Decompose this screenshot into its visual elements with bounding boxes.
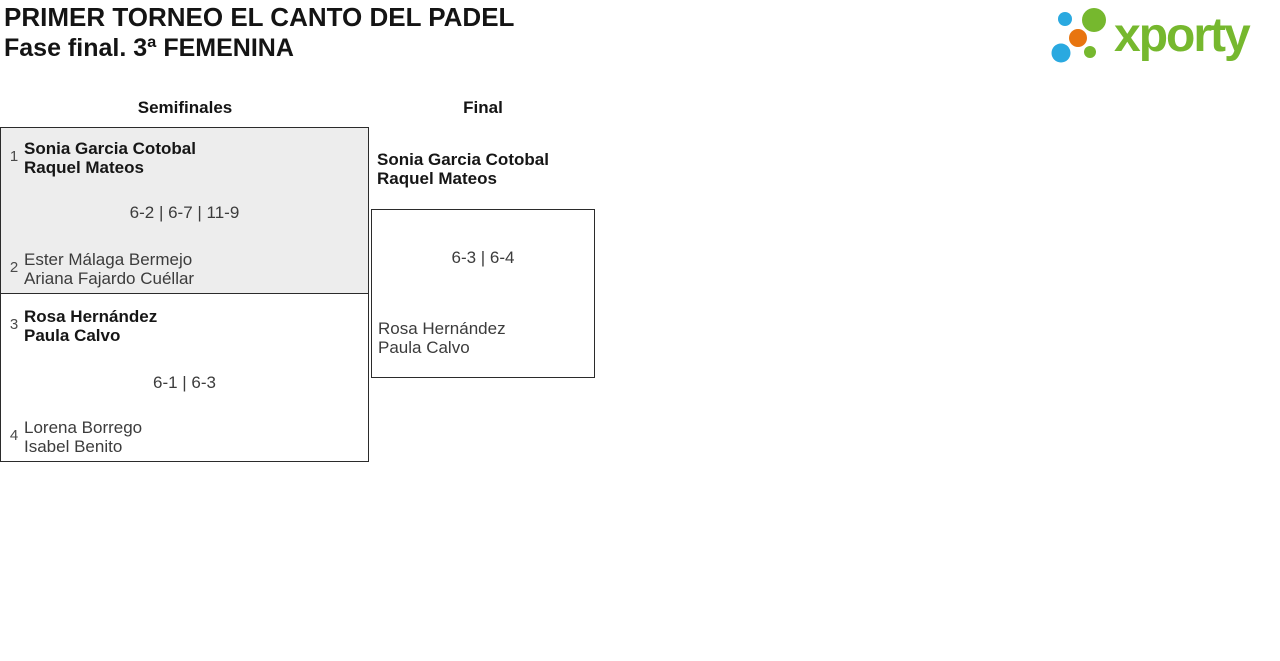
team-names: Ester Málaga Bermejo Ariana Fajardo Cuél… [24,250,194,288]
match-final[interactable]: 6-3 | 6-4 Rosa Hernández Paula Calvo [371,209,595,378]
team-names: Rosa Hernández Paula Calvo [24,307,157,345]
xporty-logo-dots-icon [1051,8,1106,63]
round-header-final: Final [463,98,503,117]
player-name: Paula Calvo [24,326,121,345]
xporty-logo-text: xporty [1114,9,1251,62]
player-name: Rosa Hernández [24,307,158,326]
team-names: Sonia Garcia Cotobal Raquel Mateos [24,139,196,177]
player-name: Sonia Garcia Cotobal [24,139,196,158]
player-name: Isabel Benito [24,437,123,456]
page-subtitle: Fase final. 3ª FEMENINA [4,34,294,62]
match-score: 6-3 | 6-4 [451,248,515,267]
match-semifinal-1[interactable]: 1 Sonia Garcia Cotobal Raquel Mateos 6-2… [0,127,369,294]
final-team-winner: Sonia Garcia Cotobal Raquel Mateos [377,150,549,188]
seed-number: 2 [9,259,19,276]
seed-number: 1 [9,148,19,165]
seed-number: 4 [9,427,19,444]
round-header-semifinales: Semifinales [137,98,233,117]
player-name: Sonia Garcia Cotobal [377,150,549,169]
seed-number: 3 [9,316,19,333]
player-name: Ester Málaga Bermejo [24,250,193,269]
player-name: Rosa Hernández [378,319,506,338]
match-semifinal-2[interactable]: 3 Rosa Hernández Paula Calvo 6-1 | 6-3 4… [0,293,369,462]
page-title: PRIMER TORNEO EL CANTO DEL PADEL [4,2,515,32]
team-names: Lorena Borrego Isabel Benito [24,418,142,456]
player-name: Ariana Fajardo Cuéllar [24,269,195,288]
xporty-logo[interactable]: xporty [1048,4,1276,70]
team-names: Rosa Hernández Paula Calvo [378,319,506,357]
player-name: Raquel Mateos [24,158,144,177]
match-score: 6-2 | 6-7 | 11-9 [129,203,240,222]
page-header: PRIMER TORNEO EL CANTO DEL PADEL Fase fi… [4,1,514,64]
player-name: Lorena Borrego [24,418,143,437]
player-name: Paula Calvo [378,338,470,357]
match-score: 6-1 | 6-3 [152,373,216,392]
player-name: Raquel Mateos [377,169,497,188]
